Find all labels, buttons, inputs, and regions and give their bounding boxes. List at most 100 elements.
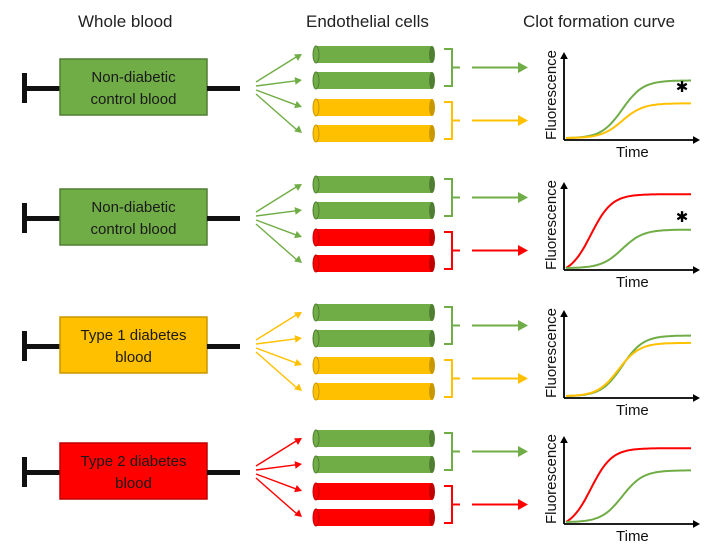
endothelial-cell	[312, 175, 435, 194]
cell-body	[316, 509, 432, 526]
y-axis-arrowhead	[560, 182, 568, 189]
cell-pair-bracket	[444, 306, 528, 345]
fan-arrow-head	[294, 100, 302, 109]
x-axis-label: Time	[616, 528, 649, 545]
fan-arrow-line	[255, 93, 297, 130]
clot-curve-red	[565, 447, 691, 523]
cell-end-right	[429, 430, 435, 447]
cell-end-left	[312, 175, 320, 194]
cell-pair-bracket	[444, 432, 528, 471]
blood-label-line1: Non-diabetic	[91, 69, 176, 86]
to-curve-arrow-head	[518, 245, 528, 256]
cell-end-right	[429, 202, 435, 219]
fan-arrow-head	[294, 255, 302, 263]
cell-body	[316, 304, 432, 321]
fan-arrow-line	[255, 314, 297, 341]
cell-pair-bracket	[444, 48, 528, 87]
to-curve-arrow-head	[518, 320, 528, 331]
syringe-needle	[207, 216, 240, 221]
endothelial-cell	[312, 124, 435, 143]
to-curve-arrow-head	[518, 62, 528, 73]
y-axis-arrowhead	[560, 52, 568, 59]
blood-sample-box	[59, 442, 208, 500]
blood-label-line2: blood	[115, 349, 152, 366]
bracket-line	[444, 306, 460, 345]
fan-arrow-head	[294, 207, 302, 215]
fan-arrow-line	[255, 89, 297, 106]
header-whole-blood: Whole blood	[78, 12, 173, 31]
endothelial-cell	[312, 228, 435, 247]
cell-end-right	[429, 304, 435, 321]
fan-arrow-head	[294, 509, 302, 517]
blood-label-line2: control blood	[91, 91, 177, 108]
bracket-line	[444, 485, 460, 524]
clot-curve-green	[565, 469, 691, 523]
cell-body	[316, 255, 432, 272]
syringe-plunger-rod	[22, 470, 60, 475]
endothelial-cell	[312, 482, 435, 501]
to-curve-arrow-head	[518, 115, 528, 126]
significance-asterisk: ✱	[676, 78, 689, 96]
fan-arrow-line	[255, 219, 297, 236]
cell-end-left	[312, 303, 320, 322]
fan-arrow-head	[294, 383, 302, 391]
endothelial-cell	[312, 508, 435, 527]
cell-end-right	[429, 46, 435, 63]
fan-arrow-head	[294, 438, 302, 445]
cell-end-left	[312, 429, 320, 448]
to-curve-arrow-head	[518, 499, 528, 510]
to-curve-arrow-head	[518, 446, 528, 457]
significance-asterisk: ✱	[676, 208, 689, 226]
cell-body	[316, 330, 432, 347]
endothelial-cell	[312, 329, 435, 348]
cell-end-left	[312, 201, 320, 220]
fan-arrow-line	[255, 464, 297, 471]
cell-end-left	[312, 254, 320, 273]
cell-end-left	[312, 508, 320, 527]
clot-curve-green	[565, 79, 691, 139]
cell-end-right	[429, 509, 435, 526]
cell-end-right	[429, 99, 435, 116]
cell-body	[316, 202, 432, 219]
endothelial-cell	[312, 254, 435, 273]
cell-end-right	[429, 383, 435, 400]
blood-label-line2: blood	[115, 475, 152, 492]
x-axis-arrowhead	[693, 394, 700, 402]
cell-end-right	[429, 176, 435, 193]
cell-end-left	[312, 124, 320, 143]
cell-end-right	[429, 255, 435, 272]
x-axis-arrowhead	[693, 136, 700, 144]
fan-arrow-head	[294, 358, 302, 367]
cell-end-left	[312, 455, 320, 474]
syringe-needle	[207, 86, 240, 91]
clot-curve-yellow	[565, 341, 691, 397]
endothelial-cell	[312, 71, 435, 90]
fan-arrow-line	[255, 80, 297, 87]
bracket-line	[444, 48, 460, 87]
syringe-plunger-rod	[22, 86, 60, 91]
clot-curve-yellow	[566, 102, 691, 139]
cell-pair-bracket	[444, 485, 528, 524]
header-endothelial-cells: Endothelial cells	[306, 12, 429, 31]
endothelial-cell	[312, 356, 435, 375]
cell-body	[316, 357, 432, 374]
y-axis-label: Fluorescence	[543, 50, 560, 140]
cell-body	[316, 383, 432, 400]
fan-arrow-line	[255, 223, 297, 260]
fan-arrow-line	[255, 440, 297, 467]
cell-body	[316, 99, 432, 116]
x-axis-label: Time	[616, 144, 649, 161]
bracket-line	[444, 178, 460, 217]
endothelial-cell	[312, 455, 435, 474]
endothelial-cell	[312, 429, 435, 448]
y-axis-label: Fluorescence	[543, 180, 560, 270]
endothelial-cell	[312, 45, 435, 64]
cell-end-right	[429, 357, 435, 374]
bracket-line	[444, 101, 460, 140]
cell-end-left	[312, 71, 320, 90]
cell-pair-bracket	[444, 101, 528, 140]
